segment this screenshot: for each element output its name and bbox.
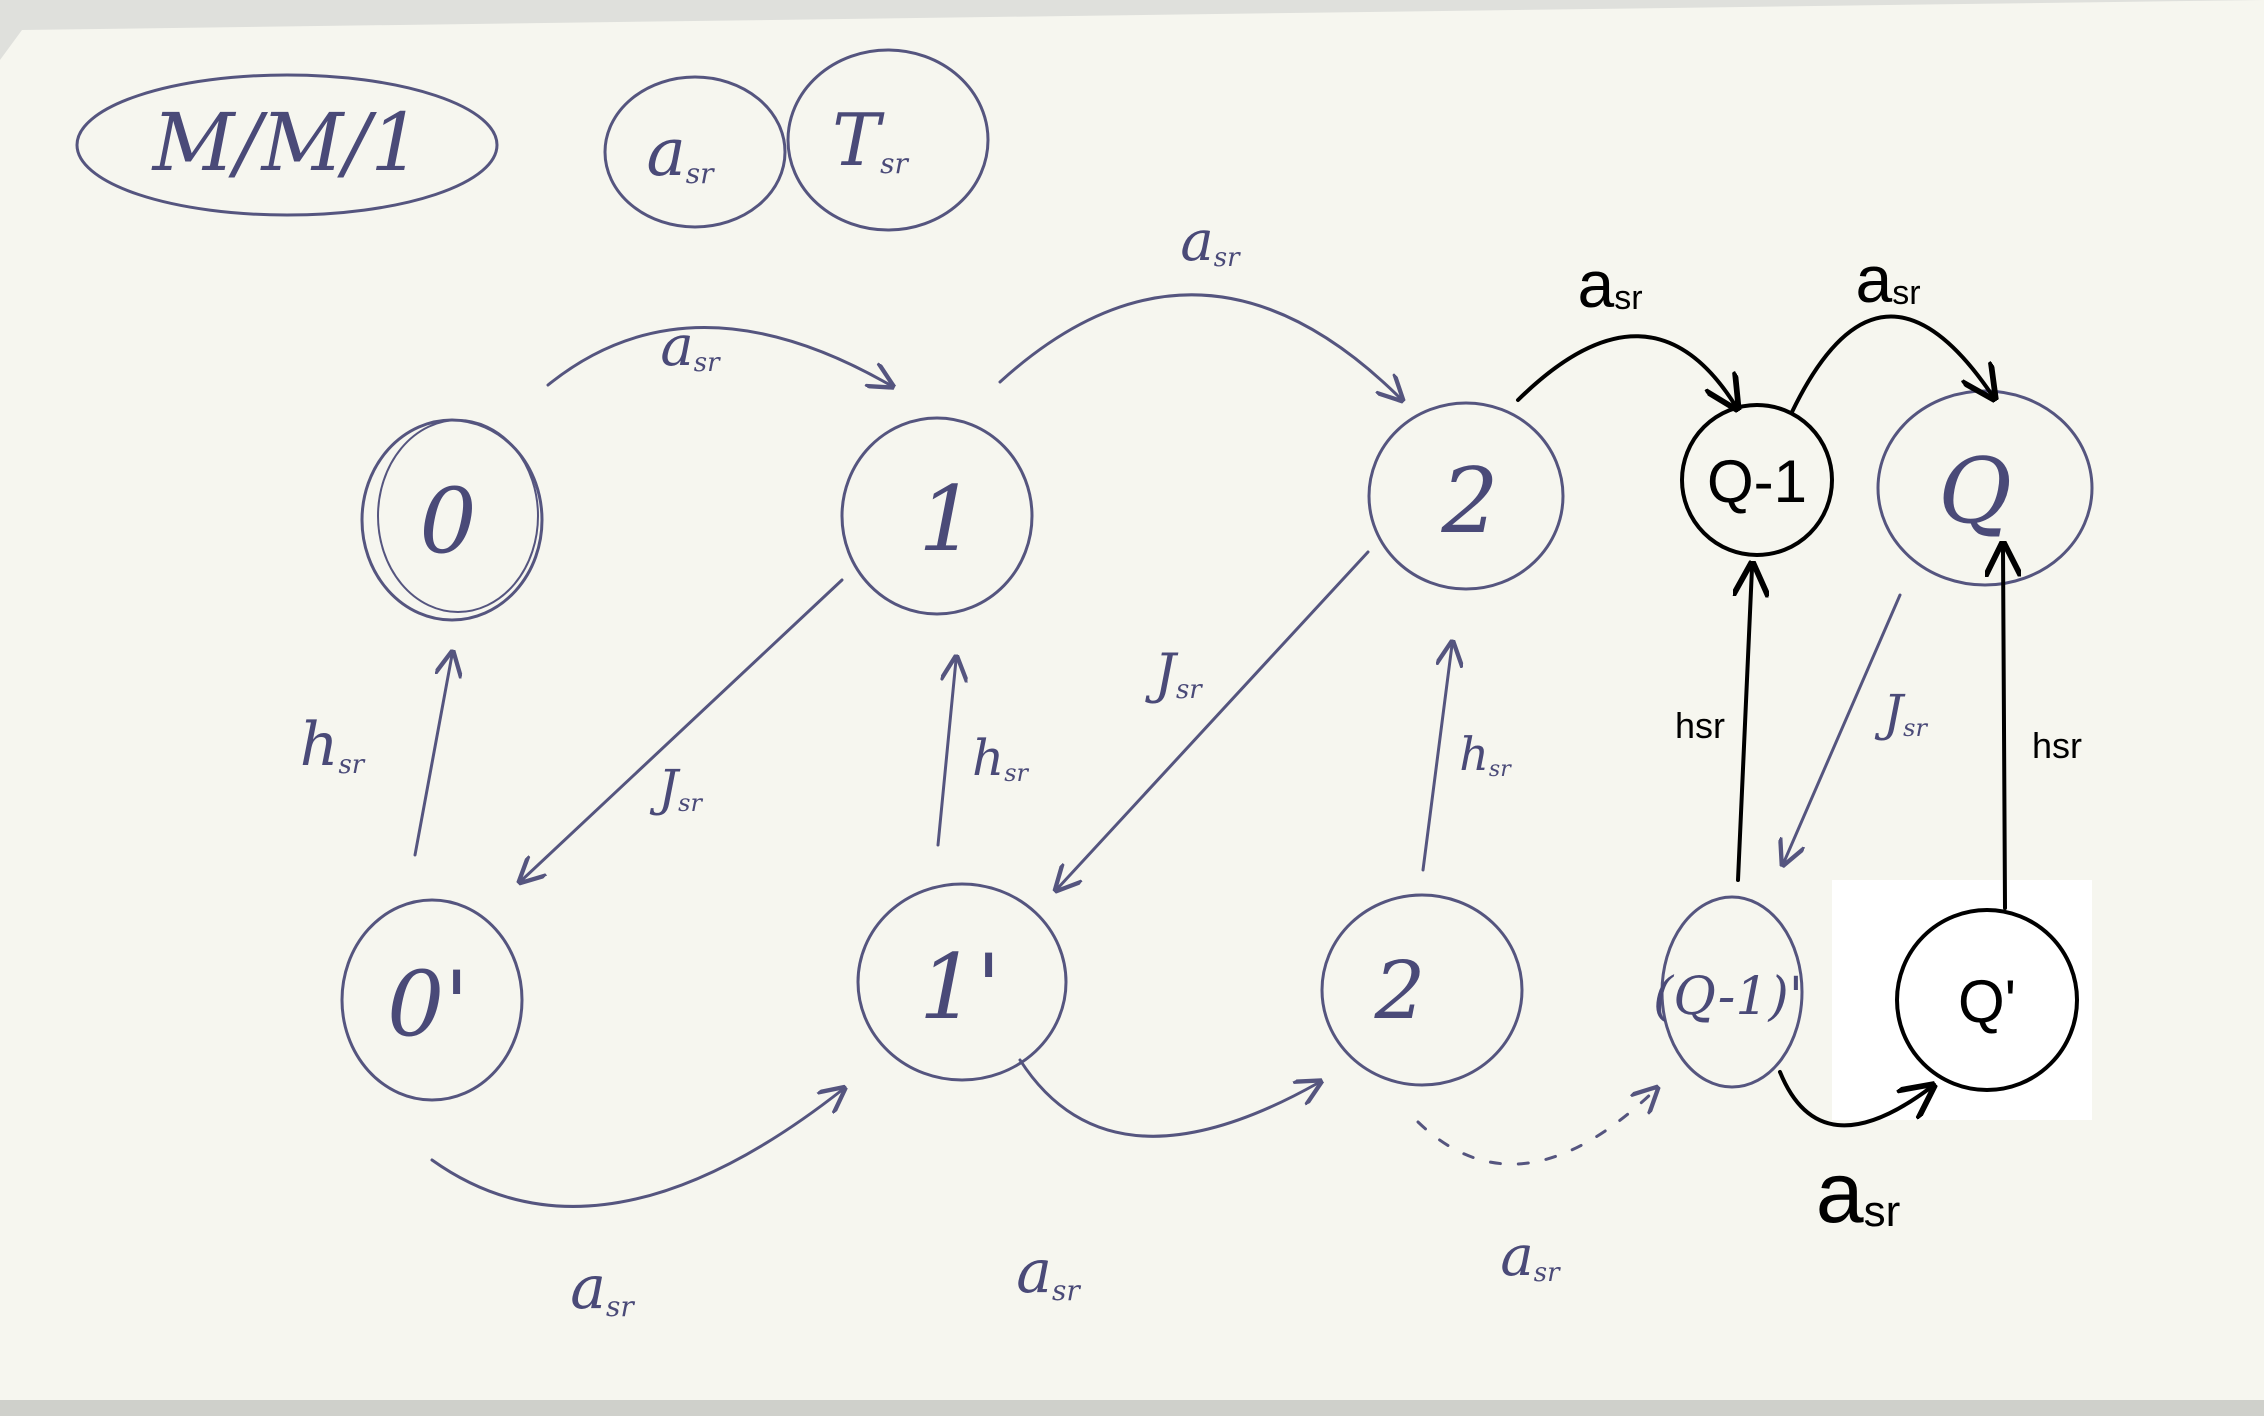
- state-0-inner: [377, 419, 539, 613]
- top-arrival-arcs: asr asr asr asr: [546, 209, 1992, 414]
- state-q-minus-1-prime: [1660, 895, 1804, 1089]
- state-1-label: 1: [918, 467, 975, 572]
- state-1-prime: [856, 882, 1068, 1082]
- state-0-prime: [340, 898, 524, 1102]
- state-2-prime: [1320, 893, 1524, 1087]
- arrow-h-q-minus-1: [1738, 568, 1752, 882]
- rate-h1: hsr: [972, 729, 1030, 787]
- arc-q1p-to-qp: [1778, 1070, 1930, 1128]
- rate-h0: hsr: [300, 710, 366, 780]
- state-q-prime-label: Q': [1958, 968, 2016, 1035]
- vertical-h-arrows: hsr hsr hsr hsr hsr: [300, 548, 2082, 910]
- rate-top-01: asr: [660, 314, 721, 379]
- rate-top-12: asr: [1180, 209, 1241, 274]
- arc-2-to-q-minus-1: [1516, 334, 1735, 405]
- state-1: [840, 416, 1034, 616]
- state-q-prime: [1895, 908, 2079, 1092]
- legend-a-label: asr: [646, 114, 715, 191]
- arc-q-minus-1-to-q: [1790, 314, 1992, 414]
- legend-t-label: Tsr: [832, 98, 909, 182]
- arc-1-to-2: [998, 293, 1400, 398]
- rate-top-q1q: asr: [1855, 242, 1920, 316]
- arrow-h-q: [2003, 548, 2005, 910]
- arc-2p-dashed: [1416, 1090, 1655, 1166]
- rate-top-2q1: asr: [1577, 247, 1642, 321]
- rate-bot-2: asr: [1500, 1224, 1561, 1289]
- model-ellipse: [75, 73, 499, 217]
- arrow-j-q-to-q-minus-1: [1784, 593, 1902, 862]
- model-label: M/M/1: [151, 96, 422, 189]
- arrow-h-2: [1421, 645, 1452, 872]
- state-0-label: 0: [419, 469, 476, 574]
- arc-0-to-1: [546, 326, 890, 386]
- arrow-h-0: [413, 655, 452, 857]
- paper-edge-shadow: [0, 1400, 2264, 1416]
- state-1-prime-label: 1': [919, 935, 1001, 1040]
- state-q-minus-1-prime-label: (Q-1)': [1653, 967, 1803, 1027]
- state-q-label: Q: [1938, 439, 2012, 544]
- legend-t-circle: [786, 48, 990, 232]
- arc-1p-to-2p: [1018, 1058, 1318, 1138]
- bottom-row-states: 0' 1' 2 (Q-1)' Q': [340, 880, 2092, 1120]
- rate-bot-q: asr: [1816, 1145, 1901, 1241]
- rate-hq1: hsr: [1675, 705, 1725, 746]
- arrow-h-1: [936, 660, 956, 847]
- legend: M/M/1 asr Tsr: [75, 48, 990, 232]
- legend-a-circle: [603, 75, 787, 229]
- rate-bot-12: asr: [1016, 1237, 1081, 1307]
- state-2-label: 2: [1440, 449, 1498, 554]
- rate-hq: hsr: [2032, 725, 2082, 766]
- arrow-j-1-to-0: [522, 578, 844, 880]
- bottom-arrival-arcs: asr asr asr asr: [430, 1058, 1930, 1323]
- state-q-minus-1-label: Q-1: [1707, 448, 1807, 515]
- top-row-states: 0 1 2 Q-1 Q: [360, 389, 2094, 622]
- state-0-prime-label: 0': [387, 952, 469, 1057]
- arrow-j-2-to-1: [1058, 550, 1370, 888]
- state-2-prime-label: 2: [1374, 944, 1426, 1037]
- state-q-minus-1: [1680, 403, 1834, 557]
- rate-h2: hsr: [1459, 727, 1512, 782]
- rate-bot-01: asr: [570, 1253, 635, 1323]
- q-prime-patch: [1832, 880, 2092, 1120]
- state-2: [1367, 401, 1565, 591]
- arc-0p-to-1p: [430, 1090, 842, 1208]
